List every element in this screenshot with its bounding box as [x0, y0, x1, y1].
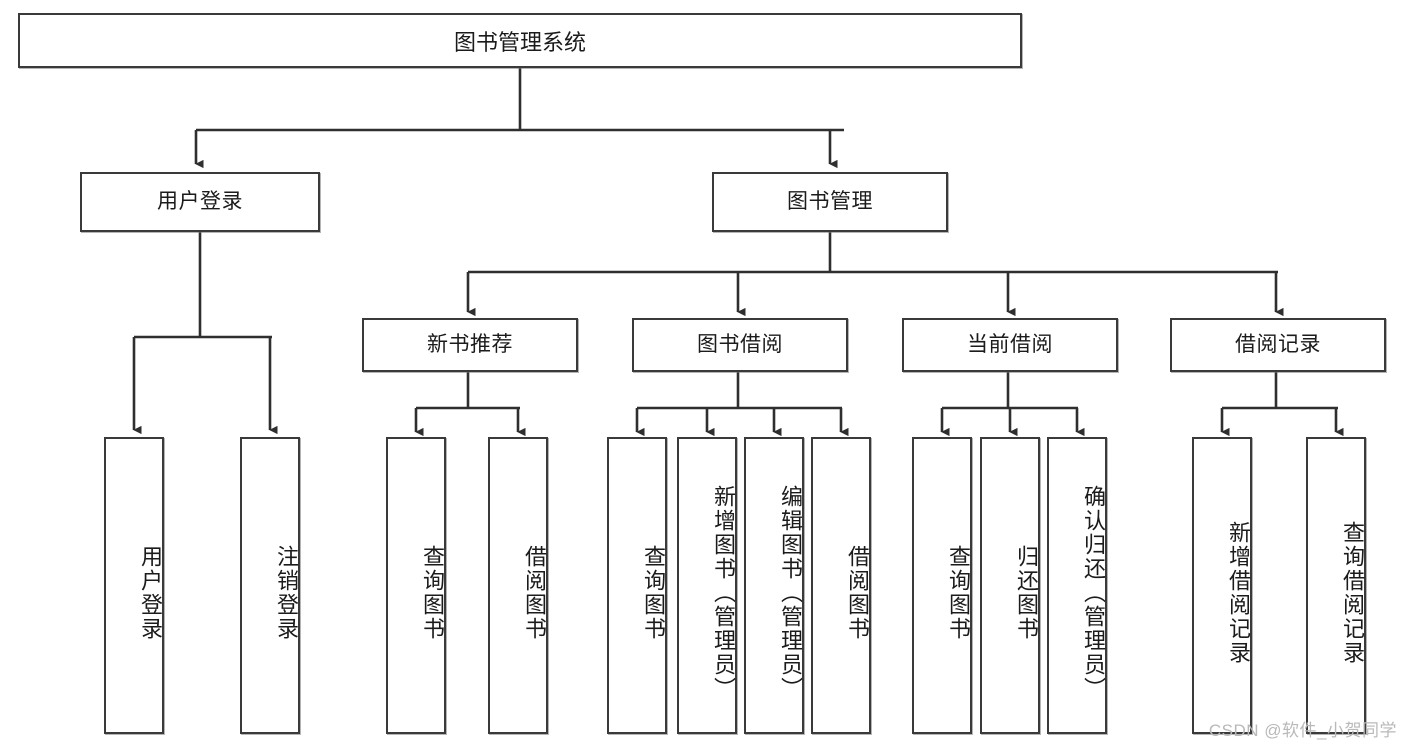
node-new-book-recommend-label: 新书推荐 [427, 333, 513, 357]
leaf-label: 编辑图书（管理员） [778, 484, 803, 701]
watermark: CSDN @软件_小贺同学 [1208, 721, 1397, 740]
leaf-current-confirm-return-admin[interactable]: 确认归还（管理员） [1047, 437, 1107, 734]
leaf-label: 查询图书 [946, 544, 971, 641]
node-user-login-label: 用户登录 [157, 190, 243, 214]
leaf-label: 查询图书 [420, 544, 445, 641]
leaf-label: 归还图书 [1014, 544, 1039, 641]
leaf-label: 新增图书（管理员） [711, 484, 736, 701]
leaf-label: 确认归还（管理员） [1081, 484, 1106, 701]
leaf-label: 注销登录 [274, 544, 299, 641]
leaf-borrow-edit-book-admin[interactable]: 编辑图书（管理员） [744, 437, 804, 734]
leaf-label: 用户登录 [138, 544, 163, 641]
leaf-label: 新增借阅记录 [1226, 520, 1251, 665]
node-book-management-label: 图书管理 [787, 190, 873, 214]
node-book-management[interactable]: 图书管理 [712, 172, 948, 232]
node-new-book-recommend[interactable]: 新书推荐 [362, 318, 578, 372]
leaf-label: 借阅图书 [845, 544, 870, 641]
node-user-login[interactable]: 用户登录 [80, 172, 320, 232]
node-root[interactable]: 图书管理系统 [18, 13, 1022, 68]
leaf-borrow-query-book[interactable]: 查询图书 [607, 437, 667, 734]
node-borrow-record[interactable]: 借阅记录 [1170, 318, 1386, 372]
leaf-borrow-borrow-book[interactable]: 借阅图书 [811, 437, 871, 734]
leaf-label: 查询借阅记录 [1340, 520, 1365, 665]
node-book-borrow-label: 图书借阅 [697, 333, 783, 357]
node-current-borrow-label: 当前借阅 [967, 333, 1053, 357]
node-current-borrow[interactable]: 当前借阅 [902, 318, 1118, 372]
leaf-record-query-record[interactable]: 查询借阅记录 [1306, 437, 1366, 734]
leaf-borrow-add-book-admin[interactable]: 新增图书（管理员） [677, 437, 737, 734]
leaf-user-login-logout[interactable]: 注销登录 [240, 437, 300, 734]
node-root-label: 图书管理系统 [453, 29, 586, 55]
leaf-current-return-book[interactable]: 归还图书 [980, 437, 1040, 734]
node-borrow-record-label: 借阅记录 [1235, 333, 1321, 357]
leaf-recommend-query-book[interactable]: 查询图书 [386, 437, 446, 734]
leaf-user-login-login[interactable]: 用户登录 [104, 437, 164, 734]
leaf-label: 查询图书 [641, 544, 666, 641]
leaf-recommend-borrow-book[interactable]: 借阅图书 [488, 437, 548, 734]
node-book-borrow[interactable]: 图书借阅 [632, 318, 848, 372]
leaf-record-add-record[interactable]: 新增借阅记录 [1192, 437, 1252, 734]
leaf-label: 借阅图书 [522, 544, 547, 641]
leaf-current-query-book[interactable]: 查询图书 [912, 437, 972, 734]
